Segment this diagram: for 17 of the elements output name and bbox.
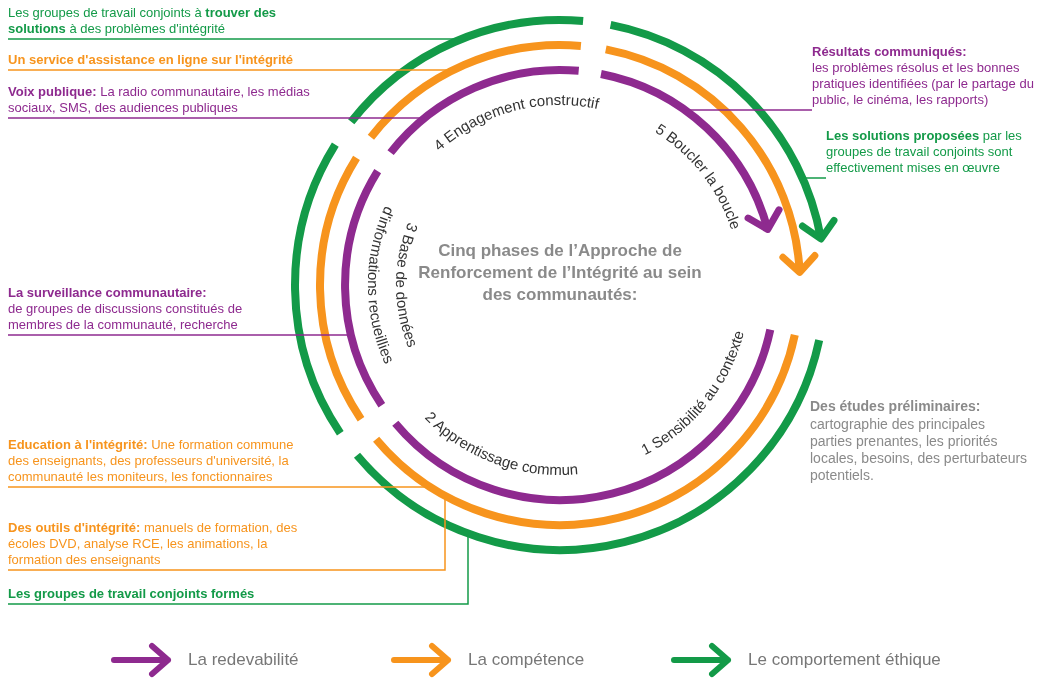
callout-text: Des outils d'intégrité: manuels de formation, des écoles DVD, analyse RCE, les animations, la formation des enseignants <box>8 520 303 568</box>
callout-heading: Résultats communiqués: <box>812 44 968 60</box>
legend-label: La compétence <box>468 650 585 670</box>
callout-text: Voix publique: La radio communautaire, les médias sociaux, SMS, des audiences publiques <box>8 84 318 116</box>
legend-label: La redevabilité <box>188 650 299 670</box>
callout-text: Les groupes de travail conjoints formés <box>8 586 308 602</box>
note-heading: Des études préliminaires: <box>810 398 982 415</box>
callout-text: Les solutions proposées par les groupes de travail conjoints sont effectivement mises en œuvre <box>826 128 1048 176</box>
callout-text: de groupes de discussions constitués de membres de la communauté, recherche <box>8 301 243 333</box>
legend-label: Le comportement éthique <box>748 650 941 670</box>
diagram-title: Cinq phases de l’Approche de Renforcement de l’Intégrité au sein des communautés: <box>417 240 703 306</box>
callout-text: Education à l'intégrité: Une formation commune des enseignants, des professeurs d'université, la communauté les moniteurs, les fonctionnaires <box>8 437 298 485</box>
callout-text: Un service d'assistance en ligne sur l'intégrité <box>8 52 348 68</box>
callout-text: Les groupes de travail conjoints à trouver des solutions à des problèmes d'intégrité <box>8 5 308 37</box>
callout-text: les problèmes résolus et les bonnes pratiques identifiées (par le partage du public, le cinéma, les rapports) <box>812 60 1035 108</box>
note-text: cartographie des principales parties prenantes, les priorités locales, besoins, des perturbateurs potentiels. <box>810 416 1029 484</box>
callout-heading: La surveillance communautaire: <box>8 285 208 301</box>
